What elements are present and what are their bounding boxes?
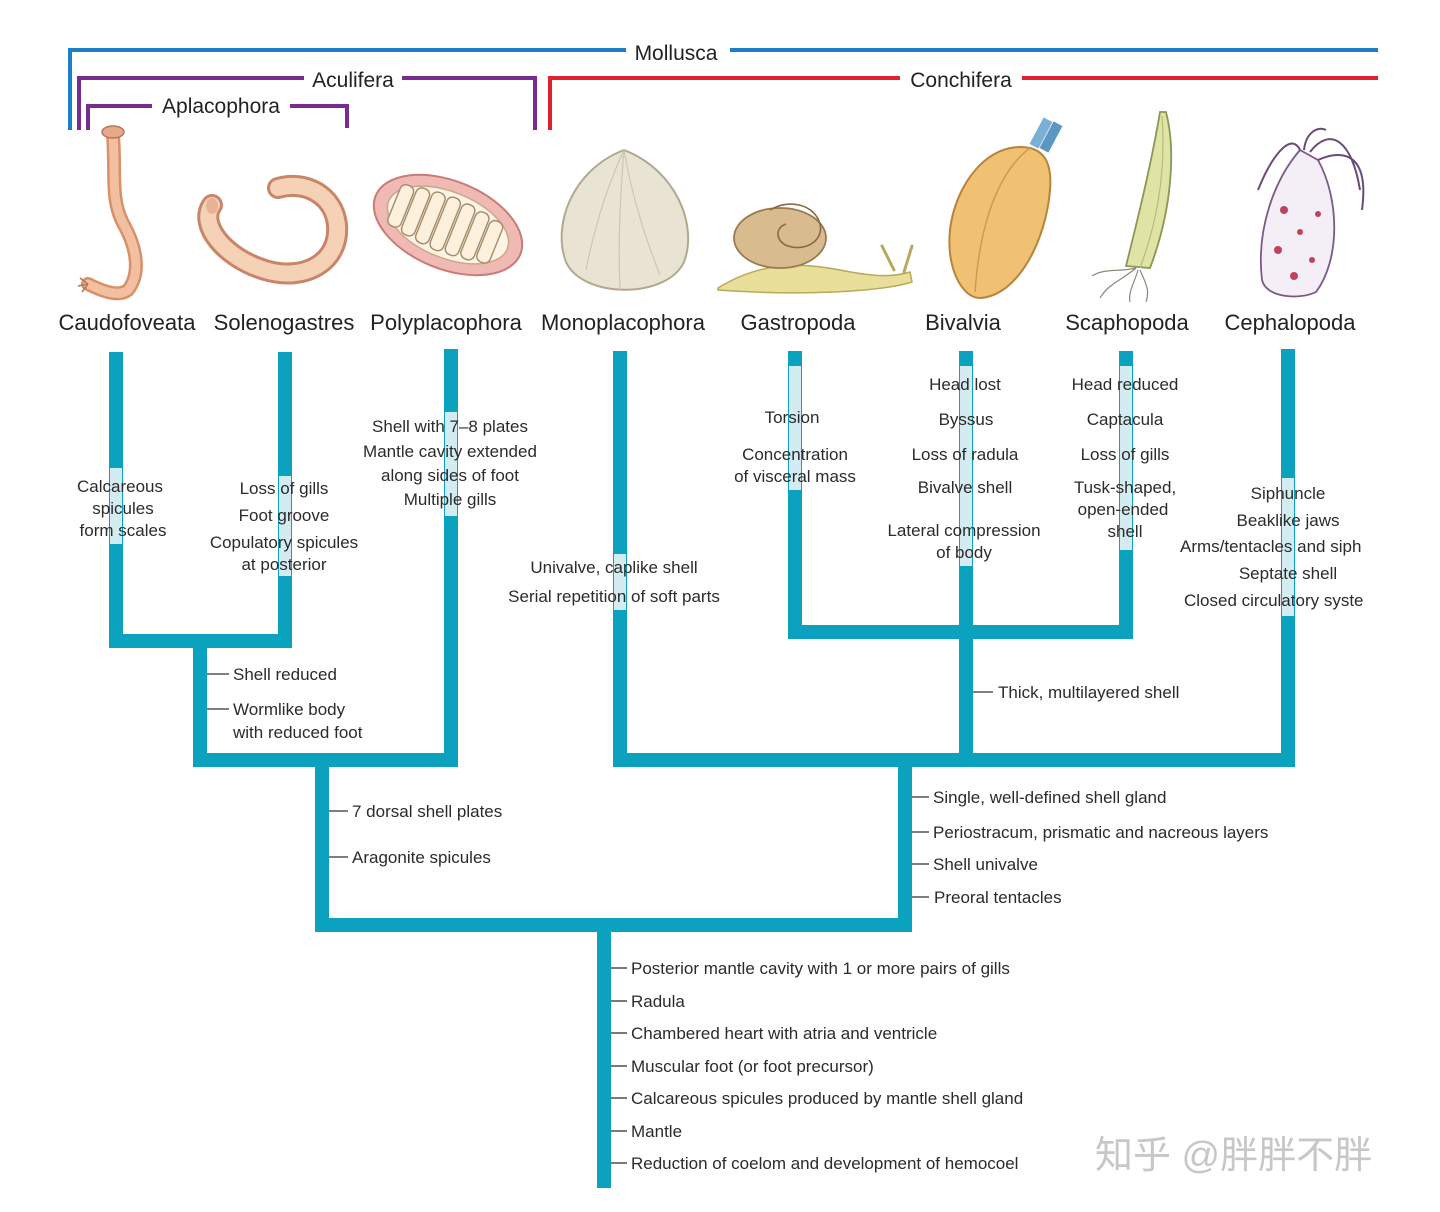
trait-line: Bivalve shell	[918, 478, 1013, 497]
trait-line: Univalve, caplike shell	[530, 558, 697, 577]
trait-line: Chambered heart with atria and ventricle	[631, 1024, 937, 1043]
clam-illustration	[948, 117, 1063, 300]
trait-line: Mantle cavity extended	[363, 442, 537, 461]
trait-line: at posterior	[241, 555, 326, 574]
clade-label-conchifera: Conchifera	[910, 69, 1012, 92]
trait-line: Reduction of coelom and development of h…	[631, 1154, 1018, 1173]
trait-line: Shell reduced	[233, 665, 337, 684]
trait-line: Arms/tentacles and siph	[1180, 537, 1361, 556]
tree-branches	[109, 349, 1295, 1188]
watermark: 知乎 @胖胖不胖	[1095, 1135, 1372, 1177]
trait-line: Concentration	[742, 445, 848, 464]
taxon-polyplacophora: Polyplacophora	[370, 310, 522, 335]
trait-line: Periostracum, prismatic and nacreous lay…	[933, 823, 1268, 842]
trait-line: Calcareous spicules produced by mantle s…	[631, 1089, 1023, 1108]
taxon-bivalvia: Bivalvia	[925, 310, 1002, 335]
trait-line: Copulatory spicules	[210, 533, 358, 552]
clade-label-mollusca: Mollusca	[635, 42, 718, 65]
trait-line: along sides of foot	[381, 466, 519, 485]
worm-mollusc-illustration	[77, 125, 143, 301]
trait-line: Shell with 7–8 plates	[372, 417, 528, 436]
trait-line: of visceral mass	[734, 467, 856, 486]
traits-aculifera-node: 7 dorsal shell plates Aragonite spicules	[329, 802, 502, 867]
traits-scaphopoda: Head reduced Captacula Loss of gills Tus…	[1072, 375, 1179, 541]
traits-bivalvia: Head lost Byssus Loss of radula Bivalve …	[887, 375, 1040, 562]
snail-illustration	[717, 203, 914, 294]
trait-line: form scales	[80, 521, 167, 540]
trait-line: Aragonite spicules	[352, 848, 491, 867]
trait-line: 7 dorsal shell plates	[352, 802, 502, 821]
traits-shell-node: Thick, multilayered shell	[973, 683, 1179, 702]
clade-label-aplacophora: Aplacophora	[162, 95, 280, 118]
trait-line: shell	[1108, 522, 1143, 541]
trait-line: spicules	[92, 499, 153, 518]
trait-line: Head reduced	[1072, 375, 1179, 394]
bracket-mollusca: Mollusca	[68, 42, 1378, 130]
trait-line: Byssus	[939, 410, 994, 429]
tusk-shell-illustration	[1091, 111, 1173, 303]
bracket-conchifera: Conchifera	[548, 69, 1378, 130]
taxon-caudofoveata: Caudofoveata	[59, 310, 197, 335]
trait-line: Beaklike jaws	[1237, 511, 1340, 530]
trait-line: Wormlike body	[233, 700, 346, 719]
trait-line: Serial repetition of soft parts	[508, 587, 720, 606]
taxon-monoplacophora: Monoplacophora	[541, 310, 706, 335]
trait-line: Radula	[631, 992, 685, 1011]
trait-line: Foot groove	[239, 506, 330, 525]
traits-cephalopoda: Siphuncle Beaklike jaws Arms/tentacles a…	[1180, 484, 1364, 610]
traits-polyplacophora: Shell with 7–8 plates Mantle cavity exte…	[363, 417, 537, 509]
trait-line: with reduced foot	[232, 723, 363, 742]
taxon-gastropoda: Gastropoda	[741, 310, 857, 335]
trait-line: open-ended	[1078, 500, 1169, 519]
trait-line: Posterior mantle cavity with 1 or more p…	[631, 959, 1010, 978]
clade-brackets: Mollusca Aculifera Aplacophora Conchifer…	[68, 42, 1378, 130]
traits-solenogastres: Loss of gills Foot groove Copulatory spi…	[210, 479, 358, 574]
bracket-aculifera: Aculifera	[77, 69, 537, 130]
traits-conchifera-node: Single, well-defined shell gland Periost…	[912, 788, 1268, 907]
limpet-shell-illustration	[560, 148, 690, 291]
trait-line: Loss of gills	[1081, 445, 1170, 464]
trait-line: Preoral tentacles	[934, 888, 1062, 907]
curled-worm-mollusc-illustration	[197, 174, 349, 285]
trait-line: Head lost	[929, 375, 1001, 394]
taxon-labels: Caudofoveata Solenogastres Polyplacophor…	[59, 310, 1357, 335]
trait-line: Muscular foot (or foot precursor)	[631, 1057, 874, 1076]
trait-line: Loss of radula	[912, 445, 1019, 464]
trait-line: Multiple gills	[404, 490, 497, 509]
trait-line: Thick, multilayered shell	[998, 683, 1179, 702]
trait-line: Lateral compression	[887, 521, 1040, 540]
traits-mollusca-root: Posterior mantle cavity with 1 or more p…	[611, 959, 1023, 1173]
trait-line: Shell univalve	[933, 855, 1038, 874]
taxon-cephalopoda: Cephalopoda	[1225, 310, 1357, 335]
trait-line: of body	[936, 543, 992, 562]
illustrations	[77, 111, 1365, 303]
traits-gastropoda: Torsion Concentration of visceral mass	[734, 408, 856, 486]
clade-label-aculifera: Aculifera	[312, 69, 394, 92]
trait-line: Torsion	[765, 408, 820, 427]
trait-line: Tusk-shaped,	[1074, 478, 1176, 497]
taxon-solenogastres: Solenogastres	[214, 310, 355, 335]
taxon-scaphopoda: Scaphopoda	[1065, 310, 1189, 335]
trait-line: Siphuncle	[1251, 484, 1326, 503]
traits-caudofoveata: Calcareous spicules form scales	[77, 477, 166, 540]
trait-line: Captacula	[1087, 410, 1164, 429]
trait-line: Loss of gills	[240, 479, 329, 498]
chiton-illustration	[372, 173, 524, 277]
traits-monoplacophora: Univalve, caplike shell Serial repetitio…	[508, 558, 720, 606]
trait-line: Mantle	[631, 1122, 682, 1141]
bracket-aplacophora: Aplacophora	[86, 95, 349, 130]
trait-line: Closed circulatory syste	[1184, 591, 1364, 610]
trait-line: Single, well-defined shell gland	[933, 788, 1166, 807]
trait-line: Calcareous	[77, 477, 163, 496]
trait-line: Septate shell	[1239, 564, 1337, 583]
traits-aplacophora-node: Shell reduced Wormlike body with reduced…	[207, 665, 363, 742]
squid-illustration	[1257, 127, 1365, 298]
